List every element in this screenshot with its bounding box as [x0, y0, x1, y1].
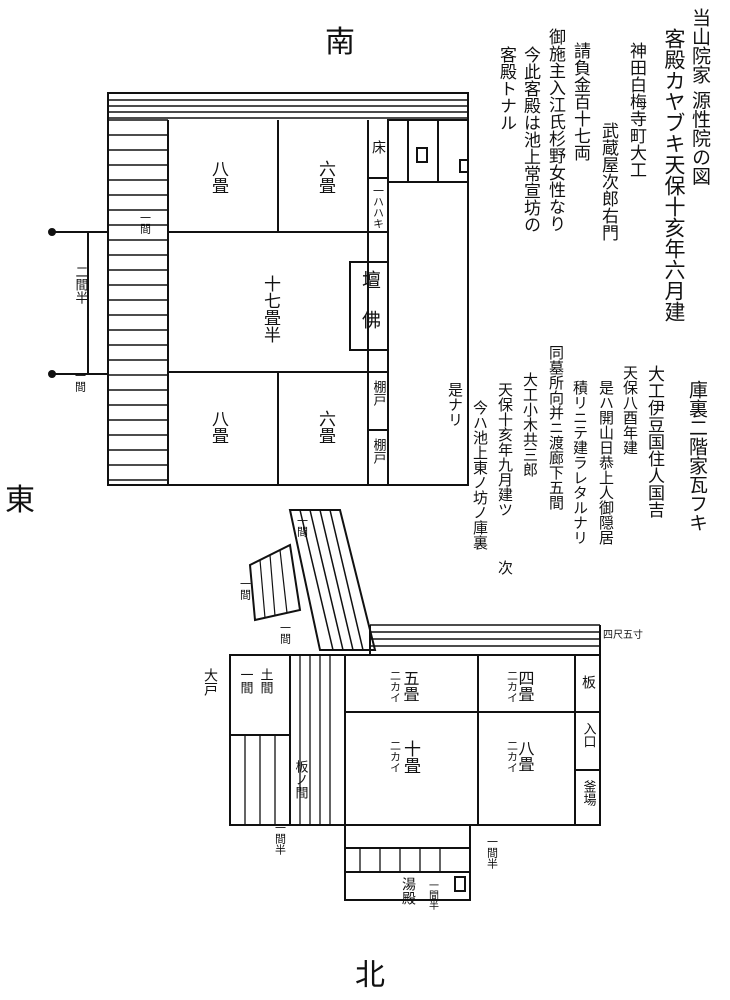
side-steps	[248, 543, 302, 622]
note-main-5: 請負金百十七両	[570, 42, 591, 162]
note-main-3: 神田白梅寺町大工	[626, 42, 647, 178]
label-nikai-3: 二カイ	[389, 740, 402, 773]
label-itanoma: 板ノ間	[293, 760, 309, 800]
label-ooto: 大戸	[202, 668, 218, 696]
room-kamaba: 釜場	[581, 780, 597, 806]
note-main-4: 武蔵屋次郎右門	[598, 122, 619, 242]
note-kura-7: 大工小木共三郎	[521, 372, 539, 477]
room-ita: 板	[580, 675, 596, 689]
compass-south: 南	[325, 25, 355, 60]
left-veranda	[108, 119, 168, 481]
note-kura-9: 次	[496, 560, 514, 575]
room-17jo: 十七畳半	[260, 275, 281, 343]
room-6jo-b: 六畳	[315, 410, 336, 444]
label-nikai-1: 二カイ	[389, 670, 402, 703]
corridor-outline	[288, 509, 377, 651]
note-main-8: 客殿トナル	[496, 46, 517, 131]
top-veranda	[108, 99, 468, 119]
label-doma: 土間	[258, 668, 274, 695]
label-ken-2: 一間	[74, 370, 87, 393]
note-kura-3: 天保八酉年建	[621, 365, 639, 455]
label-ikkanhan: 一間半	[486, 836, 499, 870]
label-ikken-3: 一間半	[427, 880, 439, 911]
label-hanken: 一間半	[274, 822, 287, 856]
room-8jo: 八畳	[516, 740, 535, 772]
note-kura-5: 積リニテ建ラレタルナリ	[571, 380, 589, 545]
note-kura-8: 天保十亥年九月建ツ	[496, 382, 514, 517]
note-kura-2: 大工伊豆国住人国吉	[644, 365, 665, 518]
note-kura-11: 是ナリ	[446, 382, 464, 427]
bath-annex	[344, 824, 471, 901]
room-8jo-a: 八畳	[208, 160, 229, 194]
label-nikanhan: 二間半	[73, 265, 89, 304]
label-yudono: 湯殿	[400, 876, 416, 905]
room-4jo: 四畳	[516, 670, 535, 702]
room-tana-1: 棚戸	[371, 380, 387, 406]
note-main-7: 今此客殿は池上常宣坊の	[520, 46, 541, 233]
note-kura-10: 今ハ池上東ノ坊ノ庫裏	[471, 400, 489, 551]
room-8jo-b: 八畳	[208, 410, 229, 444]
compass-east: 東	[5, 483, 35, 518]
note-main-2: 客殿カヤブキ天保十亥年六月建	[662, 28, 686, 322]
room-toko: 床	[370, 140, 386, 154]
label-ken-1: 一間	[139, 212, 152, 235]
note-main-6: 御施主入江氏杉野女性なり	[545, 28, 566, 232]
note-kura-1: 庫裏二階家瓦フキ	[686, 380, 708, 532]
compass-north: 北	[355, 958, 385, 993]
note-kura-4: 是ハ開山日恭上人御隠居	[597, 380, 615, 545]
room-butsu: 佛	[359, 310, 381, 329]
label-nikai-4: 二カイ	[506, 740, 519, 773]
label-nikai-2: 二カイ	[506, 670, 519, 703]
room-iriguchi: 入口	[581, 722, 597, 748]
room-5jo: 五畳	[401, 670, 420, 702]
note-kura-6: 同墓所向并ニ渡廊下五間	[547, 345, 565, 511]
room-tana-2: 棚戸	[371, 438, 387, 464]
note-main-1: 当山院家 源性院の図	[689, 8, 711, 185]
room-ichi: 一ハハキ	[372, 185, 385, 229]
label-ikken-2: 一間	[279, 622, 292, 645]
room-10jo: 十畳	[400, 740, 421, 774]
label-shishaku: 四尺五寸	[603, 628, 643, 641]
room-6jo-a: 六畳	[315, 160, 336, 194]
label-rouka: 一間	[296, 515, 309, 538]
label-ikken-1: 一間	[239, 578, 252, 601]
room-dan: 壇	[359, 270, 381, 289]
label-ikkan: 一間	[238, 668, 254, 695]
main-hall-outline	[107, 92, 469, 486]
